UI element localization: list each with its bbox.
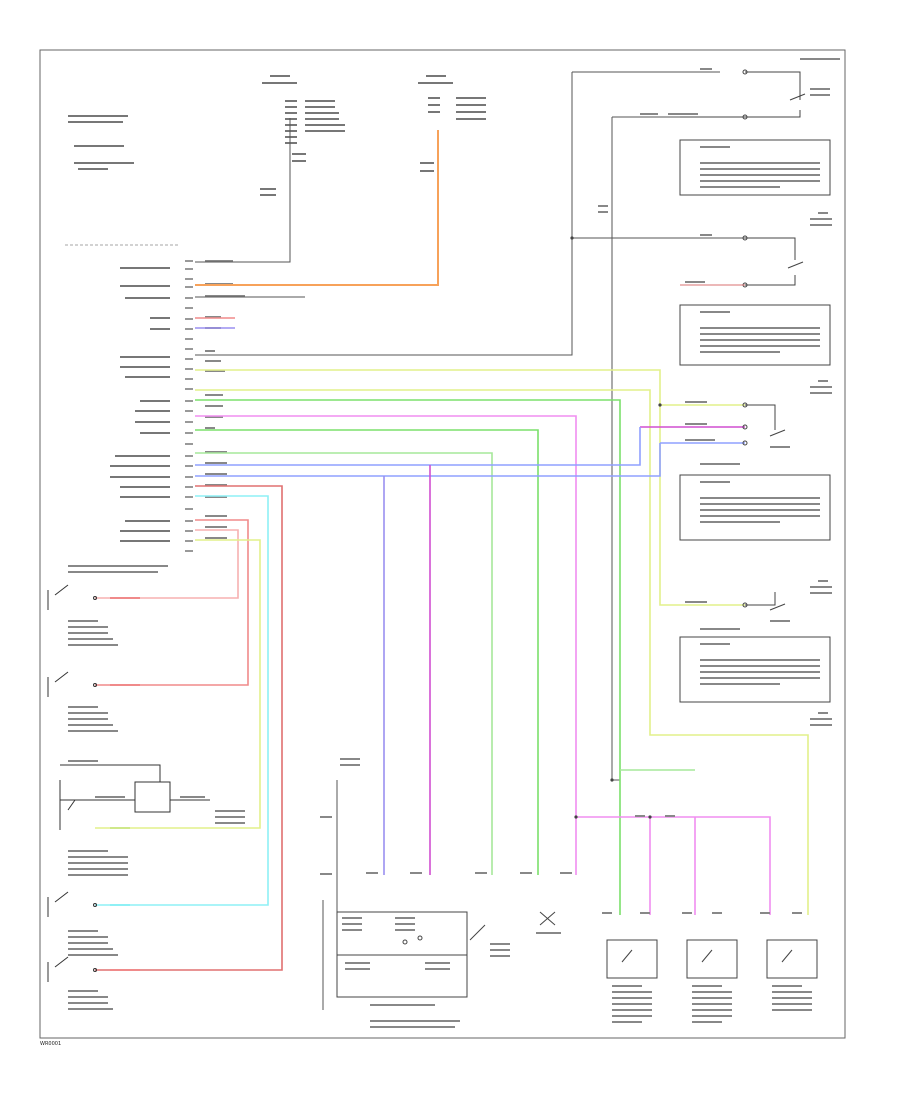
- pin-numbers: [185, 260, 193, 552]
- door-lock-assembly: [336, 911, 556, 998]
- yellow-green-wires: [95, 369, 809, 915]
- legend-block: [68, 115, 134, 170]
- right-labels: [598, 58, 840, 726]
- green-wires: [195, 399, 695, 915]
- left-switches: [47, 584, 210, 982]
- red-wires: [95, 317, 283, 971]
- orange-wire: [195, 130, 439, 286]
- diagram-code: WR0001: [40, 1041, 62, 1047]
- junction-dots: [570, 236, 662, 819]
- module-pin-labels: [110, 267, 170, 542]
- right-box-text: [700, 146, 820, 685]
- right-component-boxes: [679, 139, 831, 703]
- left-labels: [68, 565, 245, 1010]
- gray-wires: [195, 71, 745, 1010]
- door-lock-labels: [320, 758, 572, 1028]
- source-labels: [260, 75, 486, 196]
- cyan-wire: [95, 495, 269, 906]
- right-switches: [680, 69, 806, 611]
- diagram-border: [39, 49, 846, 1039]
- sensor-boxes: [606, 939, 818, 979]
- sensor-labels: [602, 815, 812, 1023]
